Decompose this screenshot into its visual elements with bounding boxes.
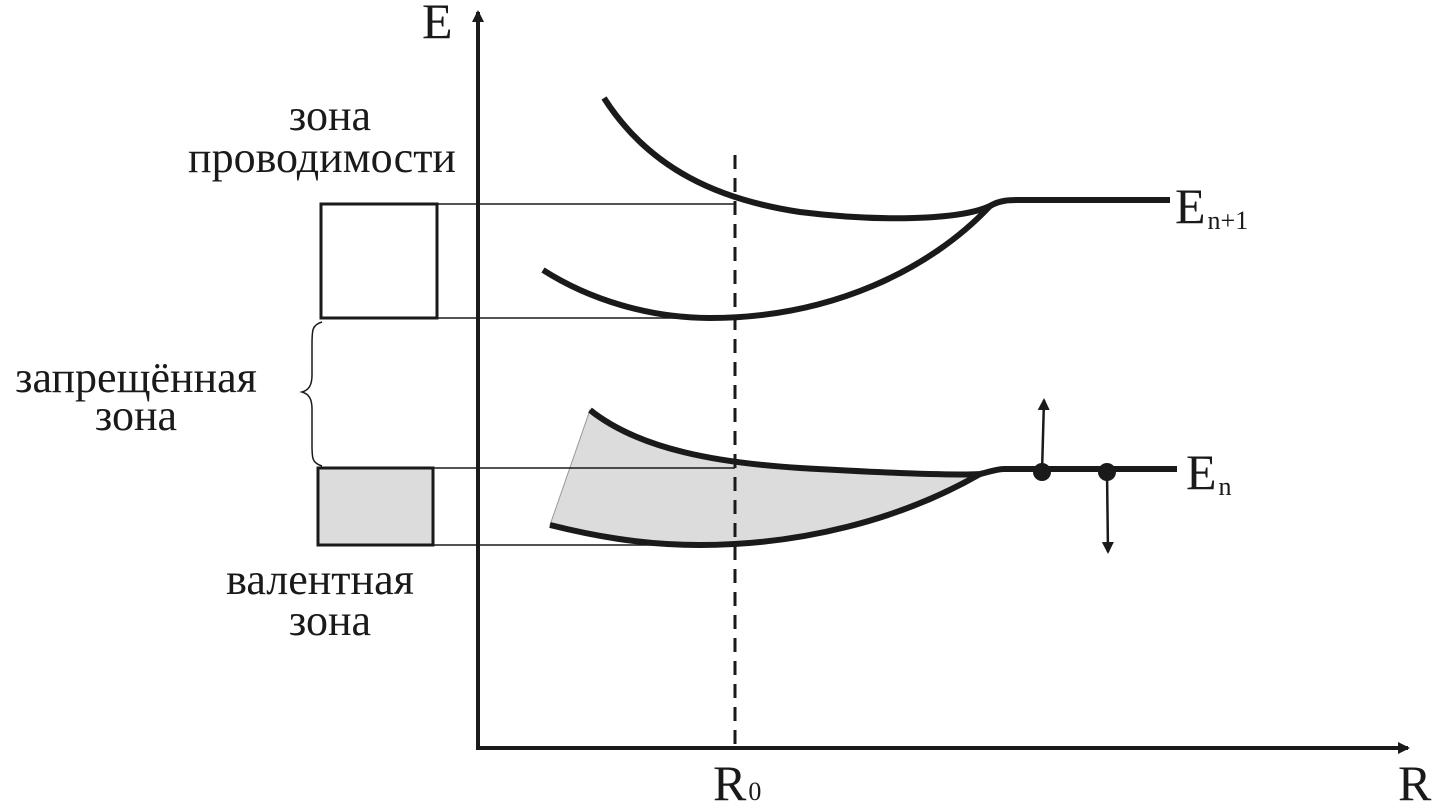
conduction-band-box — [319, 202, 439, 320]
r0-label: R0 — [713, 755, 761, 805]
forbidden-label-line1: запрещённая — [15, 353, 257, 402]
spin-down-arrow — [1101, 471, 1114, 554]
electron-right — [1098, 463, 1116, 481]
upper-level-top-curve — [601, 96, 1170, 222]
y-axis-label: E — [422, 0, 453, 49]
spin-up-arrow — [1037, 398, 1050, 473]
valence-label-line2: зона — [289, 596, 371, 645]
upper-level-label: En+1 — [1175, 178, 1248, 235]
lower-level-label: En — [1186, 444, 1232, 501]
x-axis-label: R — [1398, 755, 1432, 805]
conduction-label-line2: проводимости — [188, 133, 456, 182]
electron-left — [1033, 463, 1051, 481]
lower-level-top-curve — [588, 407, 1177, 478]
forbidden-zone-brace — [299, 321, 323, 467]
lower-level-bottom-curve — [549, 471, 982, 549]
valence-label-line1: валентная — [226, 555, 414, 604]
upper-level-bottom-curve — [541, 203, 993, 322]
valence-band-box — [316, 466, 435, 547]
conduction-label-line1: зона — [289, 91, 371, 140]
valence-band-region — [549, 409, 981, 546]
forbidden-label-line2: зона — [95, 391, 177, 440]
